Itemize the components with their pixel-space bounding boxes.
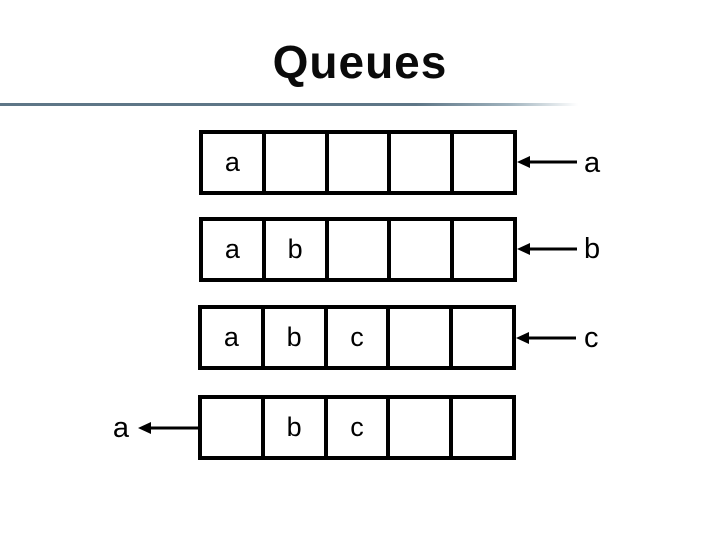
queue-cell <box>454 134 513 191</box>
queue-cell: c <box>328 399 391 456</box>
enqueue-arrow-icon <box>517 156 577 168</box>
dequeue-item-label: a <box>112 412 130 444</box>
queue-cell: b <box>266 221 329 278</box>
enqueue-item-label: b <box>584 233 601 265</box>
queue-cell <box>454 221 513 278</box>
queue-cell <box>390 309 454 366</box>
queue-cell <box>391 221 455 278</box>
queue-cell: b <box>265 309 328 366</box>
queue-cell <box>390 399 454 456</box>
slide-title: Queues <box>272 36 448 88</box>
queue-row-3: a b c <box>198 305 516 370</box>
dequeue-arrow-icon <box>138 422 198 434</box>
queue-row-4: b c <box>198 395 516 460</box>
queue-cell <box>391 134 455 191</box>
queue-cell <box>329 221 392 278</box>
queue-cell <box>202 399 265 456</box>
queue-row-2: a b <box>199 217 517 282</box>
enqueue-item-label: a <box>584 147 601 179</box>
queue-cell <box>266 134 329 191</box>
queue-cell: c <box>328 309 391 366</box>
queue-row-1: a <box>199 130 517 195</box>
enqueue-item-label: c <box>584 322 599 354</box>
queue-cell <box>453 309 512 366</box>
queue-cell <box>453 399 512 456</box>
queue-cell: a <box>203 221 266 278</box>
queue-cell: a <box>202 309 265 366</box>
enqueue-arrow-icon <box>516 332 576 344</box>
queue-cell <box>329 134 392 191</box>
queue-cell: b <box>265 399 328 456</box>
title-divider <box>0 103 578 106</box>
queue-cell: a <box>203 134 266 191</box>
enqueue-arrow-icon <box>517 243 577 255</box>
